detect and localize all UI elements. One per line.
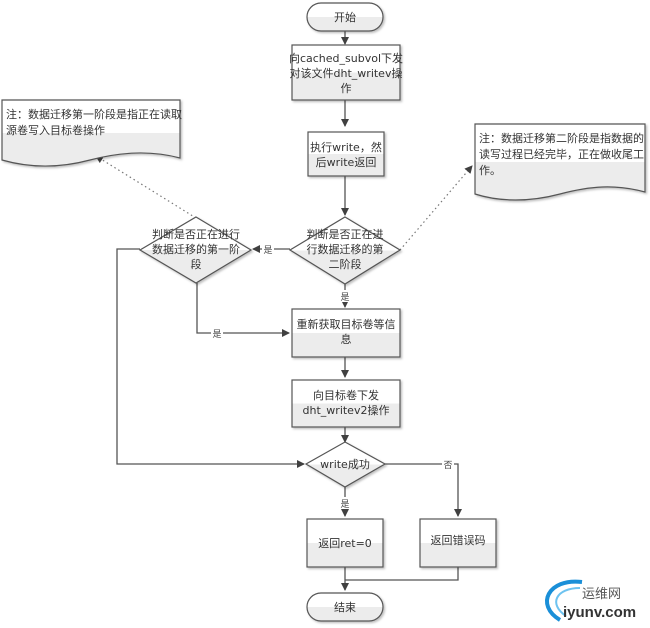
start-label: 开始 — [334, 10, 356, 24]
ret-zero-label: 返回ret=0 — [318, 537, 372, 550]
note-link-phase2 — [399, 165, 473, 251]
send-cached-line-2: 对该文件dht_writev操 — [290, 66, 403, 80]
edge-writeok-no — [385, 463, 462, 517]
edge-label-phase2-phase1: 是 — [263, 245, 272, 256]
check-phase2-line-1: 判断是否正在进 — [307, 227, 384, 241]
exec-write-process[interactable]: 执行write，然 后write返回 — [307, 131, 385, 177]
note-phase2: 注：数据迁移第二阶段是指数据的 读写过程已经完毕，正在做收尾工 作。 — [474, 123, 646, 201]
send-cached-process[interactable]: 向cached_subvol下发 对该文件dht_writev操 作 — [289, 44, 403, 101]
ret-err-label: 返回错误码 — [431, 533, 486, 547]
check-phase1-line-1: 判断是否正在进行 — [152, 227, 240, 241]
edge-label-phase1-refetch: 是 — [212, 329, 221, 340]
send-target-line-2: dht_writev2操作 — [303, 403, 390, 417]
check-phase2-line-3: 二阶段 — [329, 257, 362, 271]
exec-write-line-1: 执行write，然 — [310, 140, 382, 154]
logo-swoosh-icon — [545, 579, 583, 622]
send-cached-line-3: 作 — [341, 82, 352, 95]
refetch-line-2: 息 — [341, 332, 352, 346]
refetch-line-1: 重新获取目标卷等信 — [297, 317, 396, 331]
send-target-line-1: 向目标卷下发 — [313, 388, 379, 402]
check-phase1-line-3: 段 — [191, 257, 202, 271]
connectors — [116, 31, 462, 591]
write-ok-label: write成功 — [320, 458, 370, 471]
check-phase1-decision[interactable]: 判断是否正在进行 数据迁移的第一阶 段 — [138, 216, 253, 284]
send-target-process[interactable]: 向目标卷下发 dht_writev2操作 — [291, 379, 401, 428]
start-terminal[interactable]: 开始 — [306, 2, 384, 32]
write-ok-decision[interactable]: write成功 — [304, 441, 387, 488]
exec-write-line-2: 后write返回 — [316, 156, 377, 169]
watermark-cn: 运维网 — [582, 587, 621, 602]
end-terminal[interactable]: 结束 — [306, 592, 384, 622]
edge-label-phase2-refetch: 是 — [340, 292, 349, 303]
check-phase2-line-2: 行数据迁移的第 — [307, 242, 384, 256]
end-label: 结束 — [334, 601, 356, 614]
watermark-en: iyunv.com — [563, 604, 636, 621]
watermark-logo: 运维网 iyunv.com — [545, 579, 636, 622]
send-cached-line-1: 向cached_subvol下发 — [289, 51, 403, 65]
note-phase2-line-2: 读写过程已经完毕，正在做收尾工 — [479, 147, 644, 161]
edge-phase1-refetch — [196, 283, 290, 337]
note-link-phase1 — [95, 155, 197, 219]
note-phase2-line-3: 作。 — [479, 164, 501, 177]
edge-reterr-end — [345, 567, 459, 581]
check-phase1-line-2: 数据迁移的第一阶 — [152, 242, 240, 256]
ret-err-process[interactable]: 返回错误码 — [419, 518, 497, 568]
edge-label-write-no: 否 — [443, 460, 452, 471]
note-phase1-line-1: 注：数据迁移第一阶段是指正在读取 — [6, 107, 182, 121]
edge-label-write-yes: 是 — [340, 499, 349, 510]
refetch-process[interactable]: 重新获取目标卷等信 息 — [291, 308, 401, 358]
check-phase2-decision[interactable]: 判断是否正在进 行数据迁移的第 二阶段 — [288, 216, 402, 285]
ret-zero-process[interactable]: 返回ret=0 — [306, 518, 384, 568]
note-phase2-line-1: 注：数据迁移第二阶段是指数据的 — [479, 131, 644, 145]
note-phase1: 注：数据迁移第一阶段是指正在读取 源卷写入目标卷操作 — [1, 99, 182, 167]
note-phase1-line-2: 源卷写入目标卷操作 — [6, 123, 105, 137]
edge-phase1-loop — [116, 248, 305, 468]
